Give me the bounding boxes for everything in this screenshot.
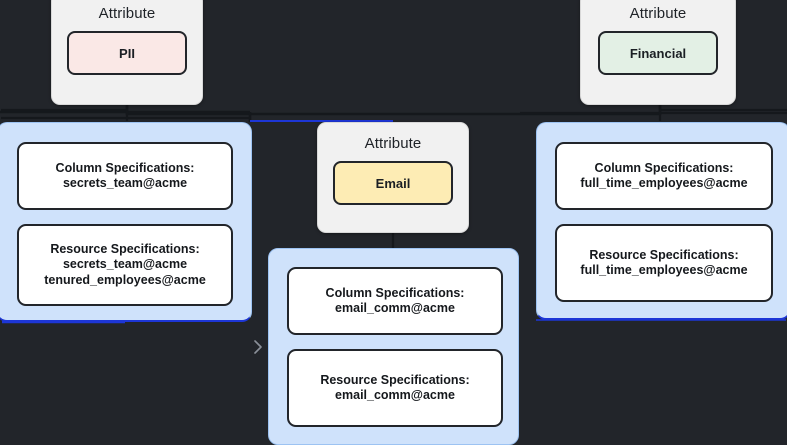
card-line: full_time_employees@acme xyxy=(580,176,748,190)
attribute-group-pii[interactable]: Attribute PII xyxy=(51,0,203,105)
column-specifications-card[interactable]: Column Specifications: email_comm@acme xyxy=(287,267,503,335)
attribute-group-title: Attribute xyxy=(629,5,687,22)
card-line: Column Specifications: xyxy=(594,160,734,175)
card-line: secrets_team@acme xyxy=(62,176,188,190)
card-line: tenured_employees@acme xyxy=(44,272,206,287)
column-specifications-card[interactable]: Column Specifications: full_time_employe… xyxy=(555,142,773,210)
spec-group-email-comm[interactable]: Column Specifications: email_comm@acme R… xyxy=(268,248,519,445)
card-line: full_time_employees@acme xyxy=(580,263,748,277)
column-specifications-card[interactable]: Column Specifications: secrets_team@acme xyxy=(17,142,233,210)
attribute-group-financial[interactable]: Attribute Financial xyxy=(580,0,736,105)
card-line: Resource Specifications: xyxy=(320,372,470,387)
resource-specifications-card[interactable]: Resource Specifications: secrets_team@ac… xyxy=(17,224,233,306)
card-line: email_comm@acme xyxy=(335,301,455,315)
attribute-chip-financial[interactable]: Financial xyxy=(598,31,718,75)
card-line: email_comm@acme xyxy=(335,388,455,402)
attribute-group-title: Attribute xyxy=(364,135,422,152)
spec-group-secrets-team[interactable]: Column Specifications: secrets_team@acme… xyxy=(0,122,252,322)
attribute-chip-email[interactable]: Email xyxy=(333,161,453,205)
spec-group-full-time-employees[interactable]: Column Specifications: full_time_employe… xyxy=(536,122,787,320)
card-line: Column Specifications: xyxy=(55,160,195,175)
attribute-group-title: Attribute xyxy=(98,5,156,22)
card-line: Resource Specifications: xyxy=(589,247,739,262)
resource-specifications-card[interactable]: Resource Specifications: full_time_emplo… xyxy=(555,224,773,302)
card-line: Column Specifications: xyxy=(325,285,465,300)
attribute-chip-pii[interactable]: PII xyxy=(67,31,187,75)
resource-specifications-card[interactable]: Resource Specifications: email_comm@acme xyxy=(287,349,503,427)
card-line: Resource Specifications: xyxy=(50,242,200,257)
card-line: secrets_team@acme xyxy=(62,257,188,272)
attribute-group-email[interactable]: Attribute Email xyxy=(317,122,469,233)
